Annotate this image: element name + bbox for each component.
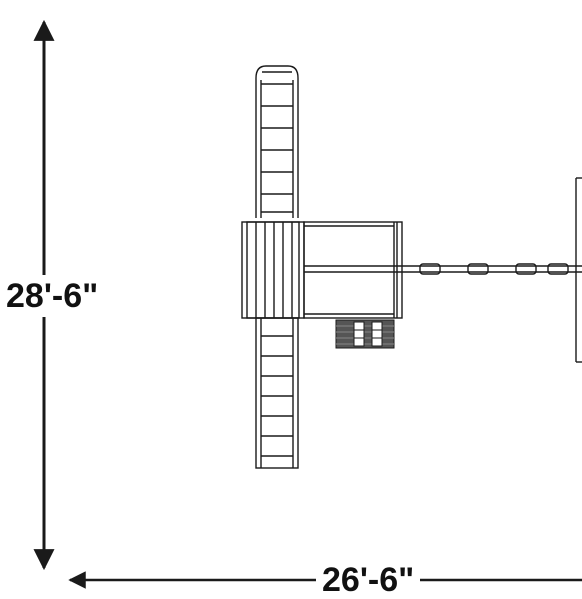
top-ladder: [255, 65, 299, 218]
swing-a-frame: [575, 177, 582, 363]
swing-beam: [304, 263, 582, 275]
width-dimension-label: 26'-6": [316, 563, 421, 597]
bottom-ladder: [255, 317, 299, 469]
height-dimension-label: 28'-6": [6, 275, 99, 317]
deck-tower: [241, 221, 305, 319]
roof-section: [303, 221, 403, 319]
step-deck: [335, 319, 395, 349]
